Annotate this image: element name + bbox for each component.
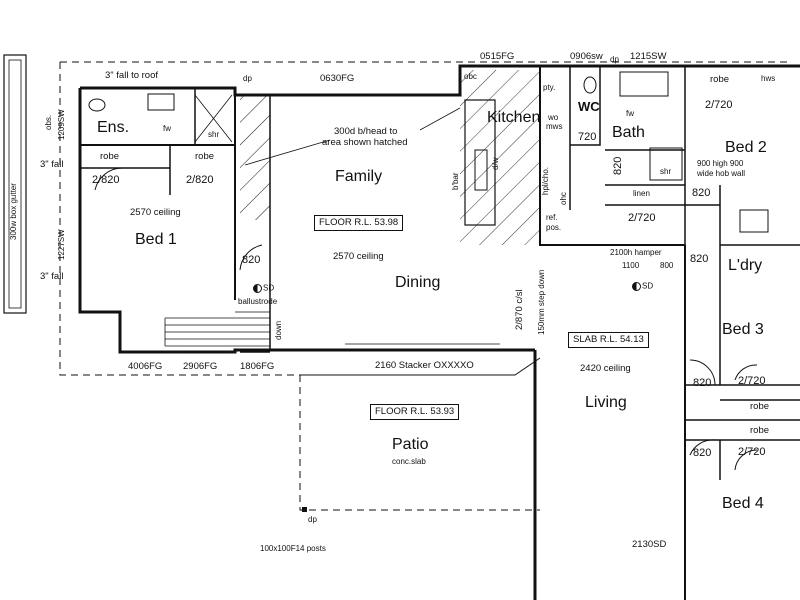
conc-slab-note: conc.slab	[392, 457, 426, 466]
ceiling-living: 2420 ceiling	[580, 363, 631, 374]
room-dining-label: Dining	[395, 274, 441, 291]
smoke-detector-a: SD	[253, 284, 274, 293]
shower-bath: shr	[660, 167, 672, 176]
smoke-detector-b: SD	[632, 282, 653, 291]
window-1215sw: 1215SW	[630, 51, 667, 62]
ceiling-family: 2570 ceiling	[333, 251, 384, 262]
opening-note: 2/870 c/sl	[514, 289, 525, 330]
smoke-detector-icon	[253, 284, 262, 293]
window-1209sw: 1209SW	[57, 109, 66, 140]
ballustrode-note: ballustrode	[238, 297, 278, 306]
note-fall-a: 3" fall	[40, 159, 64, 170]
ref-line1: ref.	[546, 213, 558, 222]
hob-wall-line2: wide hob wall	[697, 169, 746, 178]
note-head-line1: 300d b/head to	[334, 126, 398, 137]
floor-rl-upper: FLOOR R.L. 53.98	[314, 215, 404, 231]
room-bed4-label: Bed 4	[722, 495, 764, 512]
step-down-note: 150mm step down	[537, 269, 546, 335]
door-bed1: 820	[242, 254, 261, 266]
wall-oven-line2: mws	[546, 122, 563, 131]
pantry-note: pty.	[543, 83, 556, 92]
ohc-note: ohc	[559, 192, 568, 205]
window-0630fg: 0630FG	[320, 73, 355, 84]
note-fall-to-roof: 3" fall to roof	[105, 70, 159, 81]
window-1227sw: 1227SW	[57, 229, 66, 260]
window-4006fg: 4006FG	[128, 361, 163, 372]
door-2130sd: 2130SD	[632, 539, 667, 550]
door-bed1-robe-right: 2/820	[186, 174, 214, 186]
note-fall-b: 3" fall	[40, 271, 64, 282]
door-bed2-robe: 2/720	[705, 99, 733, 111]
hamper-width-800: 800	[660, 261, 674, 270]
wall-oven-line1: wo	[548, 113, 559, 122]
downpipe-2: dp	[610, 55, 619, 64]
hamper-note: 2100h hamper	[610, 248, 662, 257]
room-bed2-label: Bed 2	[725, 139, 767, 156]
window-1806fg: 1806FG	[240, 361, 275, 372]
stacker-door: 2160 Stacker OXXXXO	[375, 360, 474, 371]
room-family-label: Family	[335, 168, 383, 185]
door-linen: 2/720	[628, 212, 656, 224]
room-ensuite-label: Ens.	[97, 119, 130, 136]
floor-waste-ensuite: fw	[163, 124, 171, 133]
robe-bed3: robe	[750, 401, 770, 412]
room-bath-label: Bath	[612, 124, 645, 141]
downpipe-1: dp	[243, 74, 252, 83]
robe-bed4: robe	[750, 425, 770, 436]
window-2906fg: 2906FG	[183, 361, 218, 372]
door-bed4-robe: 2/720	[738, 446, 766, 458]
door-laundry: 820	[690, 253, 709, 265]
door-bath: 820	[612, 156, 624, 175]
dishwasher-note: d/w	[491, 157, 500, 170]
posts-note: 100x100F14 posts	[260, 544, 326, 553]
hob-wall-line1: 900 high 900	[697, 159, 744, 168]
room-laundry-label: L'dry	[728, 257, 763, 274]
door-bed3: 820	[693, 377, 712, 389]
room-bed3-label: Bed 3	[722, 321, 764, 338]
ref-line2: pos.	[546, 223, 562, 232]
room-wc-label: WC	[578, 99, 600, 114]
downpipe-3: dp	[308, 515, 317, 524]
room-bed1-label: Bed 1	[135, 231, 177, 248]
note-head-line2: area shown hatched	[322, 137, 408, 148]
window-0515fg: 0515FG	[480, 51, 515, 62]
obc-note: obc	[464, 72, 477, 81]
robe-bed2: robe	[710, 74, 730, 85]
smoke-detector-a-label: SD	[263, 283, 275, 293]
ceiling-bed1: 2570 ceiling	[130, 207, 181, 218]
room-living-label: Living	[585, 394, 627, 411]
robe-bed1-right: robe	[195, 151, 215, 162]
down-note: down	[274, 320, 283, 340]
hws-note: hws	[761, 74, 776, 83]
obs-note: obs.	[44, 114, 53, 130]
door-bed3-robe: 2/720	[738, 375, 766, 387]
floor-waste-bath: fw	[626, 109, 634, 118]
window-0906sw: 0906sw	[570, 51, 603, 62]
linen-note: linen	[633, 189, 650, 198]
door-bed4: 820	[693, 447, 712, 459]
hamper-width-1100: 1100	[622, 261, 640, 270]
floor-rl-patio: FLOOR R.L. 53.93	[370, 404, 460, 420]
note-box-gutter: 300w box gutter	[9, 183, 18, 240]
bbar-note: b'bar	[451, 172, 460, 190]
door-wc: 720	[578, 131, 597, 143]
room-patio-label: Patio	[392, 436, 429, 453]
door-bed2: 820	[692, 187, 711, 199]
shower-ensuite: shr	[208, 130, 220, 139]
door-bed1-robe-left: 2/820	[92, 174, 120, 186]
smoke-detector-icon	[632, 282, 641, 291]
room-kitchen-label: Kitchen	[487, 109, 541, 126]
hotplate-note: hpl/cho.	[541, 166, 550, 195]
slab-rl: SLAB R.L. 54.13	[568, 332, 649, 348]
smoke-detector-b-label: SD	[642, 281, 654, 291]
robe-bed1-left: robe	[100, 151, 120, 162]
